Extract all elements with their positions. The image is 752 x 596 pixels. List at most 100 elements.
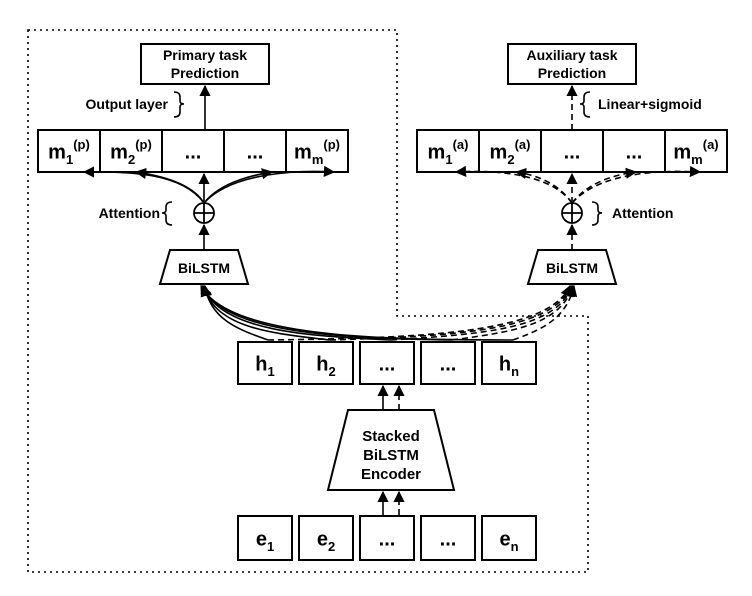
primary-output-layer-label: Output layer xyxy=(86,96,169,112)
auxiliary-attention-cell-symbol-2: m xyxy=(490,142,508,164)
auxiliary-attention-cell-superscript-5: (a) xyxy=(703,137,719,152)
auxiliary-output-layer-brace xyxy=(579,91,591,118)
hidden-state-cell-box-4 xyxy=(420,341,476,385)
auxiliary-attention-cell-symbol-5: m xyxy=(673,142,691,164)
embedding-cell-subscript-2: 2 xyxy=(328,539,335,554)
hidden-state-cell-box-1 xyxy=(237,341,293,385)
embedding-cell-label-2: e2 xyxy=(317,529,335,555)
auxiliary-attention-cell-subscript-5: m xyxy=(691,152,703,167)
primary-attention-cell-label-5: mm(p) xyxy=(294,137,340,167)
hidden-state-cell-box-2 xyxy=(298,341,354,385)
embedding-cell-box-4 xyxy=(420,515,476,561)
auxiliary-prediction-title: Auxiliary task xyxy=(526,47,617,63)
hidden-state-cell-box-5 xyxy=(481,341,537,385)
auxiliary-prediction-subtitle: Prediction xyxy=(538,65,606,81)
primary-attention-cell-symbol-1: m xyxy=(48,142,66,164)
embedding-cell-symbol-1: e xyxy=(256,529,267,551)
primary-attention-fan-arrows xyxy=(82,165,336,204)
primary-attention-cell-superscript-5: (p) xyxy=(323,137,340,152)
primary-attention-cell-label-3: ... xyxy=(185,142,202,164)
auxiliary-attention-cell-symbol-1: m xyxy=(428,142,446,164)
hidden-to-primary-bilstm-arrows xyxy=(200,284,514,341)
auxiliary-attention-cell-box-2 xyxy=(478,129,542,173)
primary-bilstm-shape xyxy=(158,249,250,285)
primary-attention-cell-symbol-3: ... xyxy=(185,142,202,164)
hidden-state-cell-label-1: h1 xyxy=(255,354,274,380)
embedding-cell-label-3: ... xyxy=(379,529,396,551)
hidden-to-auxiliary-bilstm-arrows xyxy=(267,284,578,341)
auxiliary-bilstm-shape xyxy=(526,249,618,285)
hidden-state-cell-label-2: h2 xyxy=(316,354,335,380)
primary-prediction-subtitle: Prediction xyxy=(171,65,239,81)
primary-attention-cells: m1(p)m2(p)......mm(p) xyxy=(37,129,349,173)
hidden-state-cell-label-5: hn xyxy=(499,354,519,380)
embedding-cell-symbol-5: e xyxy=(499,529,510,551)
embedding-cell-subscript-1: 1 xyxy=(267,539,274,554)
embedding-cell-label-4: ... xyxy=(440,529,457,551)
primary-attention-sum-icon xyxy=(193,202,215,224)
primary-output-layer-brace xyxy=(173,91,185,118)
primary-attention-cell-symbol-5: m xyxy=(294,142,312,164)
auxiliary-attention-sum-icon xyxy=(561,202,583,224)
embedding-cell-label-5: en xyxy=(499,529,518,555)
hidden-state-cell-subscript-1: 1 xyxy=(267,364,274,379)
encoder-label-line3: Encoder xyxy=(361,466,421,483)
primary-prediction-title: Primary task xyxy=(163,47,247,63)
hidden-state-cell-symbol-5: h xyxy=(499,354,511,376)
auxiliary-attention-cell-symbol-4: ... xyxy=(626,142,643,164)
primary-attention-cell-subscript-2: 2 xyxy=(128,152,135,167)
auxiliary-attention-cell-box-4 xyxy=(602,129,666,173)
auxiliary-attention-cell-label-4: ... xyxy=(626,142,643,164)
auxiliary-bilstm-label: BiLSTM xyxy=(546,260,598,276)
embedding-cell-subscript-5: n xyxy=(511,539,519,554)
primary-attention-cell-subscript-5: m xyxy=(312,152,324,167)
auxiliary-attention-cell-label-1: m1(a) xyxy=(428,137,469,167)
primary-attention-cell-symbol-2: m xyxy=(110,142,128,164)
auxiliary-attention-cell-symbol-3: ... xyxy=(564,142,581,164)
auxiliary-attention-cell-label-2: m2(a) xyxy=(490,137,531,167)
primary-prediction-box xyxy=(140,43,270,85)
auxiliary-attention-fan-arrows xyxy=(454,165,702,204)
primary-task-dotted-frame xyxy=(27,29,589,573)
auxiliary-attention-cell-label-3: ... xyxy=(564,142,581,164)
auxiliary-attention-cell-subscript-2: 2 xyxy=(507,152,514,167)
primary-attention-cell-label-4: ... xyxy=(247,142,264,164)
hidden-state-cell-symbol-3: ... xyxy=(379,354,396,376)
auxiliary-attention-cell-superscript-1: (a) xyxy=(453,137,469,152)
auxiliary-output-layer-label: Linear+sigmoid xyxy=(598,96,702,112)
embedding-cell-symbol-2: e xyxy=(317,529,328,551)
auxiliary-attention-cell-box-5 xyxy=(664,129,728,173)
hidden-state-cell-box-3 xyxy=(359,341,415,385)
auxiliary-attention-label: Attention xyxy=(612,205,673,221)
primary-attention-brace xyxy=(161,201,173,226)
auxiliary-attention-cell-subscript-1: 1 xyxy=(445,152,452,167)
embedding-cell-symbol-3: ... xyxy=(379,529,396,551)
primary-attention-cell-label-1: m1(p) xyxy=(48,137,90,167)
primary-attention-cell-box-4 xyxy=(223,129,287,173)
hidden-state-cell-symbol-2: h xyxy=(316,354,328,376)
auxiliary-attention-cell-superscript-2: (a) xyxy=(515,137,531,152)
stacked-bilstm-encoder-shape xyxy=(326,409,456,491)
encoder-label-line1: Stacked xyxy=(362,428,420,445)
primary-attention-label: Attention xyxy=(99,205,160,221)
embedding-cell-box-2 xyxy=(298,515,354,561)
embedding-cell-label-1: e1 xyxy=(256,529,274,555)
hidden-state-cell-symbol-1: h xyxy=(255,354,267,376)
embedding-cell-box-1 xyxy=(237,515,293,561)
primary-attention-cell-superscript-1: (p) xyxy=(73,137,90,152)
hidden-state-cell-label-3: ... xyxy=(379,354,396,376)
primary-attention-cell-box-3 xyxy=(161,129,225,173)
primary-attention-cell-box-1 xyxy=(37,129,101,173)
hidden-state-cell-subscript-2: 2 xyxy=(328,364,335,379)
auxiliary-attention-cell-box-3 xyxy=(540,129,604,173)
primary-attention-cell-symbol-4: ... xyxy=(247,142,264,164)
hidden-state-cell-symbol-4: ... xyxy=(440,354,457,376)
embedding-cell-box-3 xyxy=(359,515,415,561)
auxiliary-attention-cell-box-1 xyxy=(416,129,480,173)
auxiliary-attention-cells: m1(a)m2(a)......mm(a) xyxy=(416,129,728,173)
primary-attention-cell-label-2: m2(p) xyxy=(110,137,152,167)
hidden-state-cell-label-4: ... xyxy=(440,354,457,376)
